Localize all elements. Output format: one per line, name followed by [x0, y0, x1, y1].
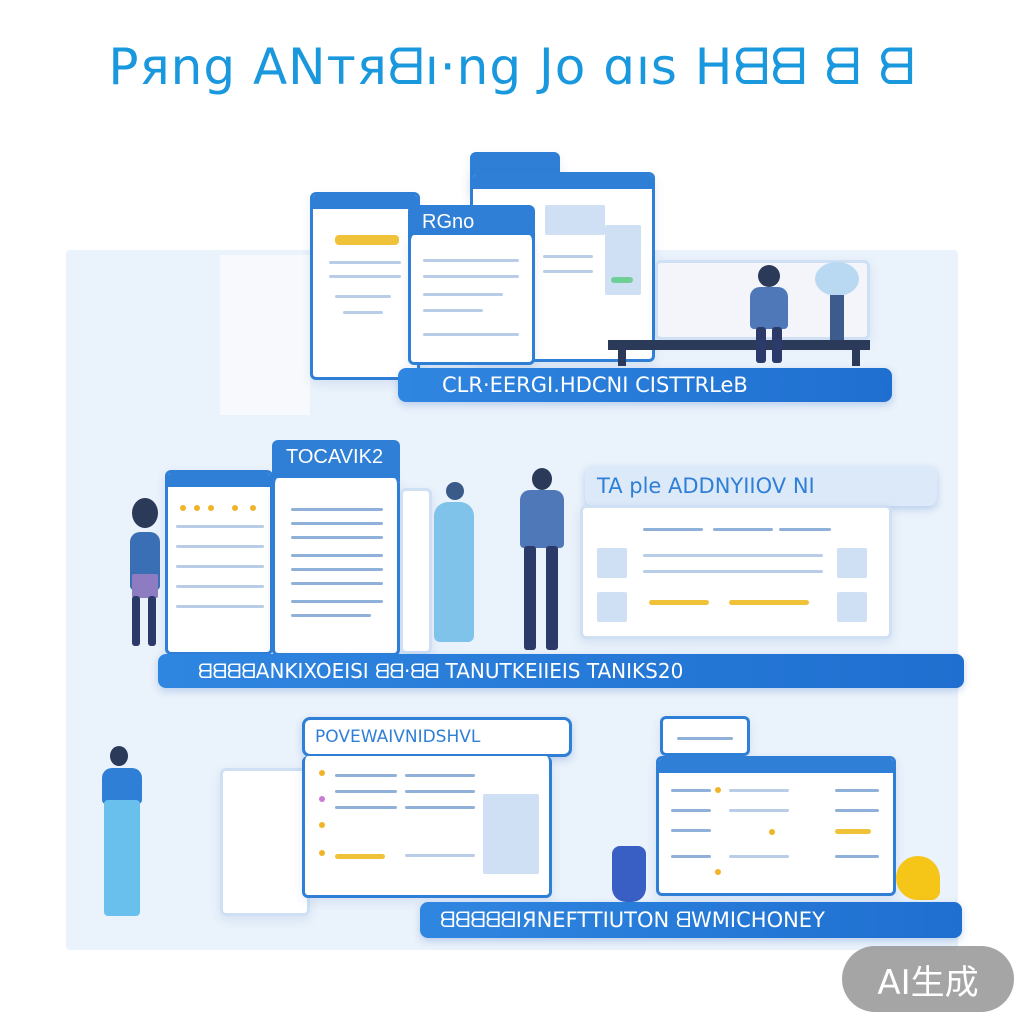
- side-document: [400, 488, 432, 654]
- browser-window: [470, 172, 655, 362]
- card-header: TOCAVIK2: [272, 440, 400, 482]
- section-banner: ᗺᗺᗺᗺᗺIЯNEFTTIUTON ᗺWMICHONEY: [420, 902, 962, 938]
- faded-document: [220, 768, 310, 916]
- card-header: POVEWAIVNIDSHVL: [302, 717, 572, 757]
- vase-icon: [612, 846, 646, 902]
- dashboard-window: [580, 505, 892, 639]
- plant-icon: [896, 856, 940, 900]
- form-window: [302, 756, 552, 898]
- lamp: [815, 262, 859, 296]
- person-standing-left: [98, 746, 156, 922]
- spreadsheet-window: [165, 470, 273, 655]
- text-document: [272, 478, 400, 656]
- page-title: Pяng ANтяᗺı·ng Jo ɑıs Hᗺᗺ ᗺ ᗺ: [108, 38, 916, 96]
- document-window: [310, 192, 420, 380]
- person-presenter: [502, 468, 578, 654]
- desk-leg: [618, 350, 626, 366]
- person-woman-left: [122, 498, 168, 648]
- floating-card: [660, 716, 750, 756]
- dashboard-header: TA ple ADDNYIIOV NI: [585, 466, 937, 506]
- note-card: [408, 235, 535, 365]
- ai-generated-badge: AI生成: [842, 946, 1014, 1012]
- person-in-dress: [418, 482, 496, 652]
- background-panel: [220, 255, 310, 415]
- desk-leg: [852, 350, 860, 366]
- person-at-desk: [740, 265, 800, 365]
- lamp-stand: [830, 295, 844, 340]
- section-banner: ᗺᗺᗺᗺANKIXOEISI ᗺᗺ·ᗺᗺ TANUTKEIIEIS TANIKS…: [158, 654, 964, 688]
- section-banner: CLR·EERGI.HDCNI CISTTRLeB: [398, 368, 892, 402]
- desk: [608, 340, 870, 350]
- checklist-window: [656, 756, 896, 896]
